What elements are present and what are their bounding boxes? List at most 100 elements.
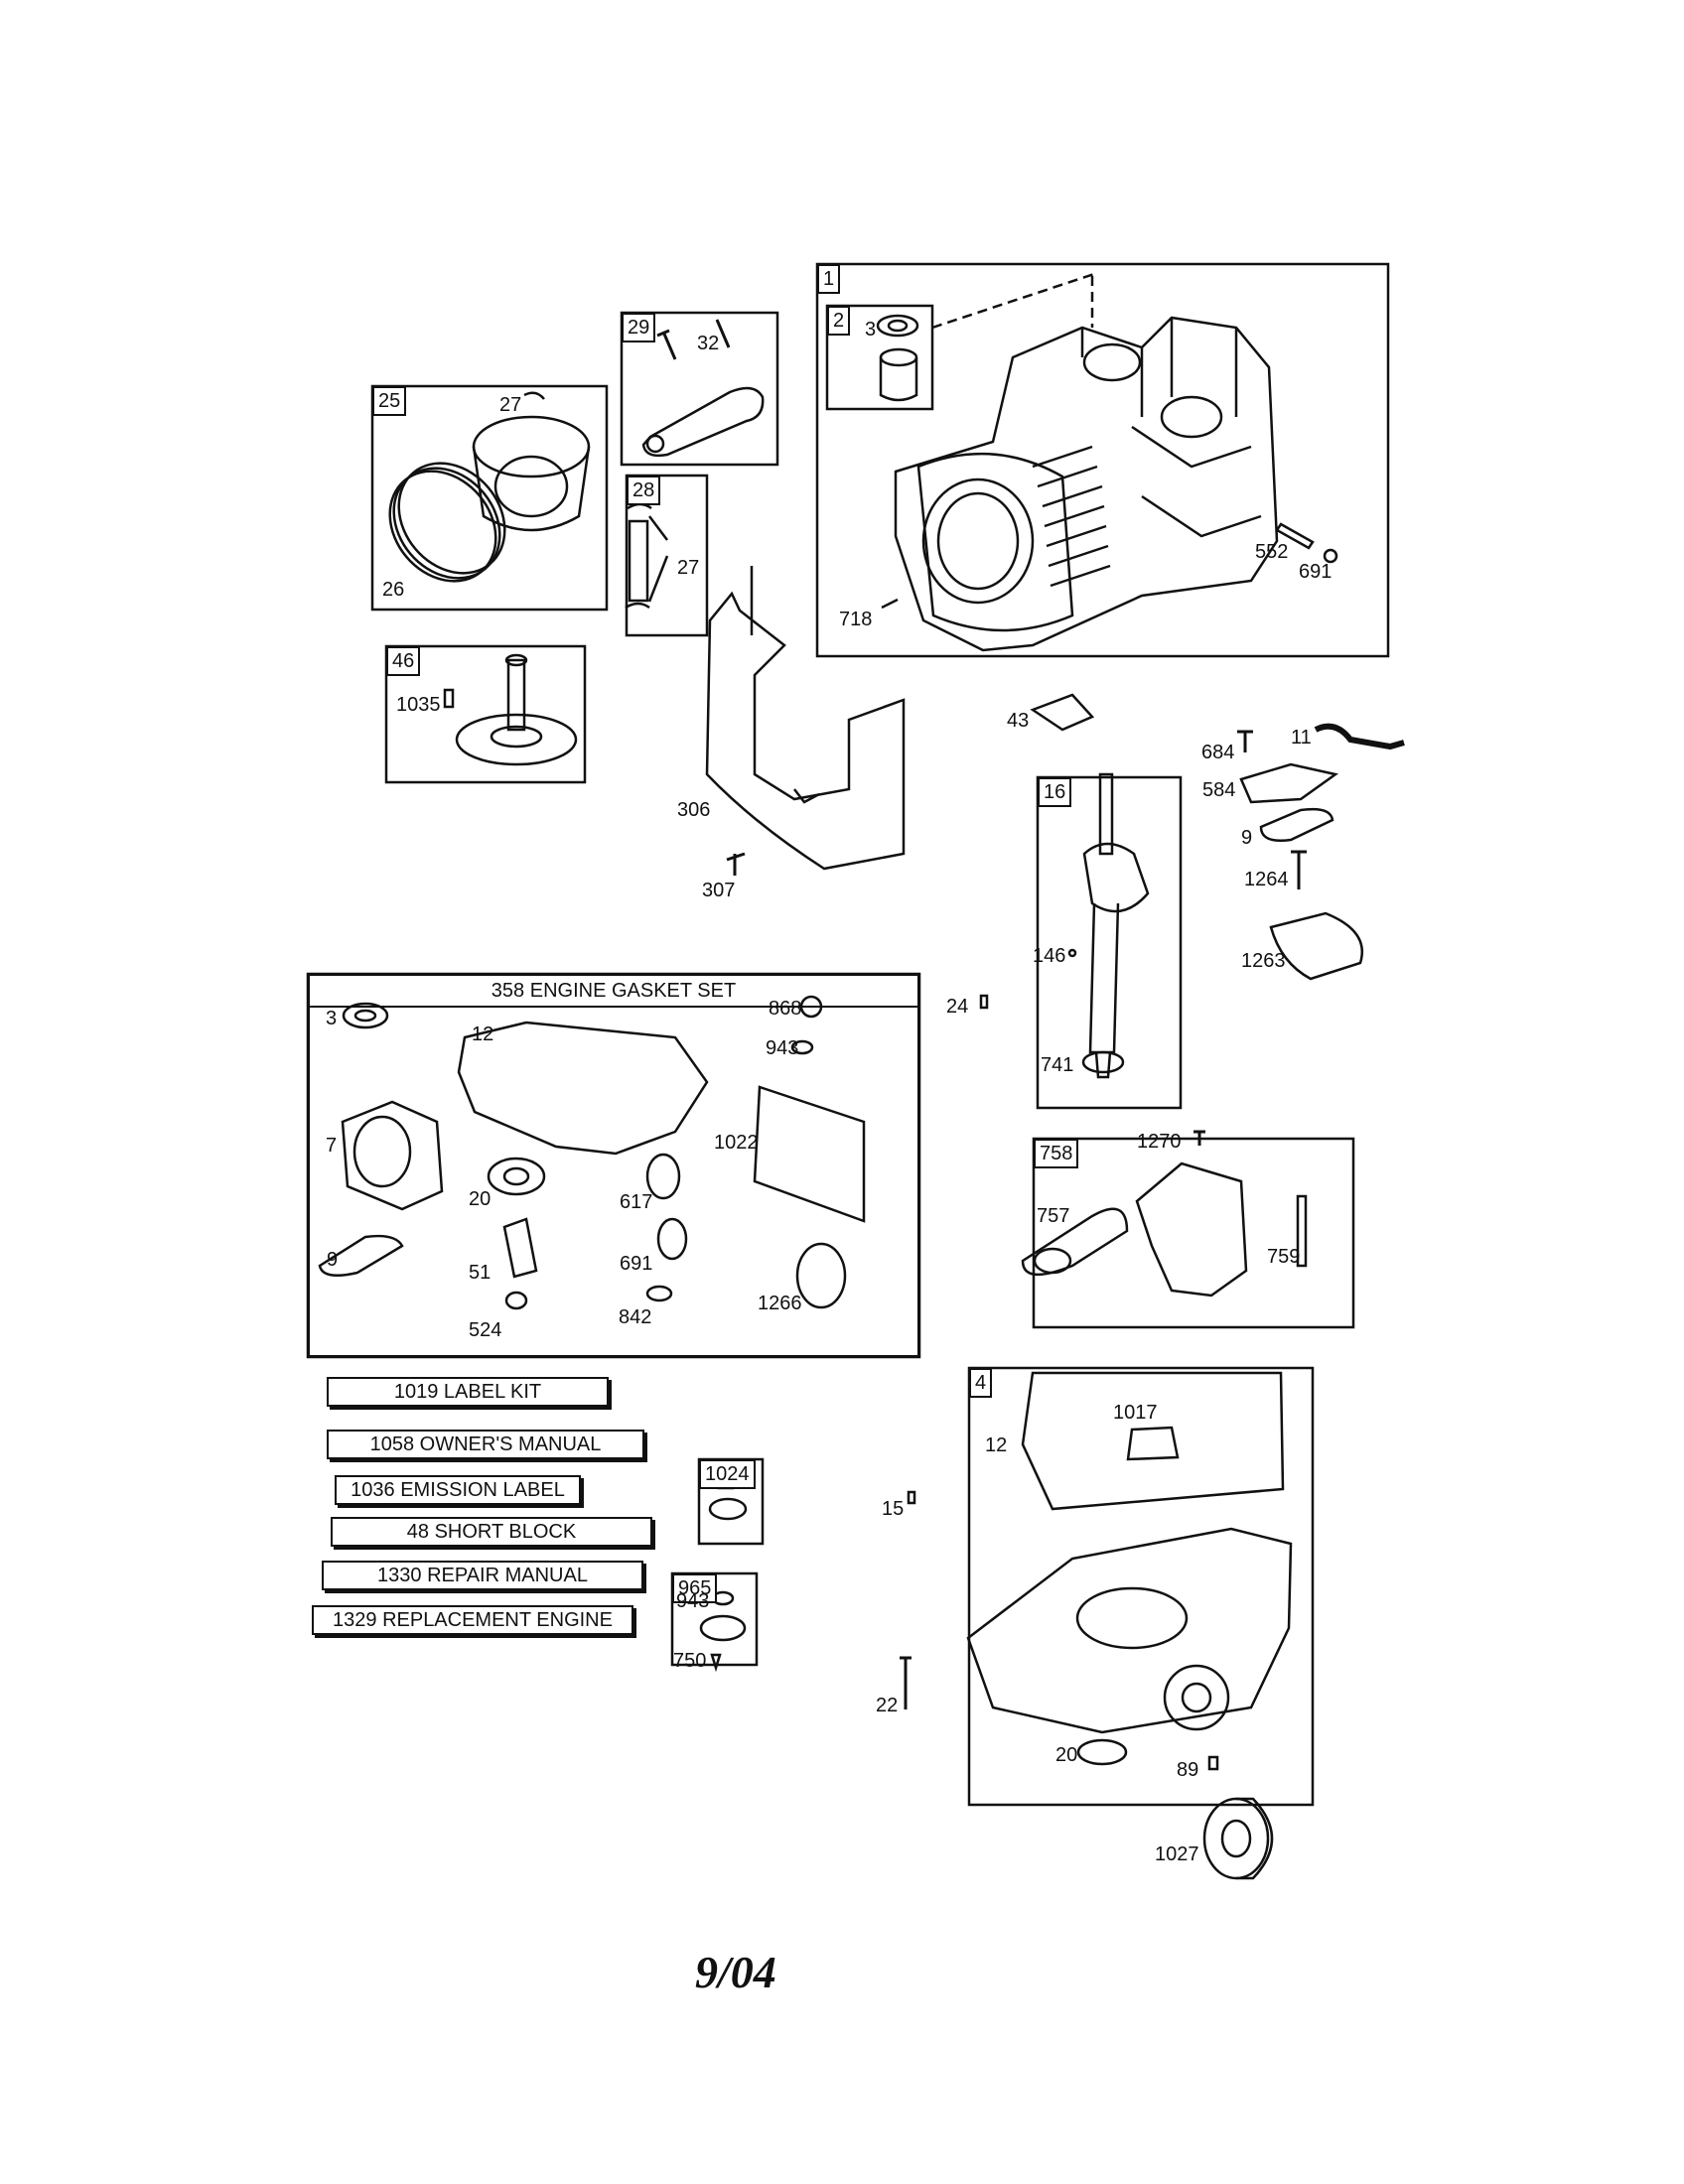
callout-684: 684 [1201,742,1235,763]
nut-691-part [1323,548,1338,564]
screw-1270-part [1193,1130,1205,1146]
seal-part [876,314,919,338]
gasket-callout-51: 51 [469,1262,491,1284]
pin-15-part [907,1490,916,1505]
pin-24-part [979,994,989,1010]
crankshaft-part [1082,772,1150,1079]
callout-89: 89 [1177,1759,1199,1781]
group-46-frame [384,644,587,784]
gasket-callout-20: 20 [469,1188,491,1210]
callout-552: 552 [1255,541,1289,563]
gasket-callout-617: 617 [620,1191,653,1213]
wrist-pin-part [628,519,649,603]
bolt-1264-part [1291,850,1307,889]
cover-1263-part [1269,911,1363,981]
gasket-callout-868: 868 [769,998,802,1020]
air-guide-part [705,591,906,871]
group-tag-46: 46 [386,646,421,676]
callout-27: 27 [677,557,700,579]
pin-1035-part [443,688,455,709]
callout-3: 3 [865,319,877,341]
piston-rings-part [388,462,506,583]
bolt-part [715,319,731,348]
piston-part [472,415,591,532]
callout-11: 11 [1291,727,1312,749]
group-758-frame [1032,1137,1355,1329]
group-tag-25: 25 [372,386,407,416]
short-block-box: 48 SHORT BLOCK [331,1517,652,1547]
gasket-9-part [1259,807,1334,842]
group-29-frame [620,311,779,467]
callout-1035: 1035 [396,694,441,716]
callout-27: 27 [499,394,522,416]
group-1-frame [815,262,1390,658]
clip-part [625,602,650,610]
group-tag-1: 1 [817,264,841,294]
gasket-callout-1022: 1022 [714,1132,759,1154]
callout-718: 718 [839,609,873,630]
owners-manual-box: 1058 OWNER'S MANUAL [327,1430,644,1459]
callout-43: 43 [1007,710,1030,732]
group-tag-28: 28 [627,476,661,505]
group-tag-29: 29 [622,313,656,342]
sump-part [966,1527,1293,1734]
bolt-684-part [1237,730,1253,752]
gasket-callout-9: 9 [327,1249,339,1271]
gasket-callout-12: 12 [472,1024,494,1045]
sleeve-part [879,357,918,402]
tube-11-part [1314,723,1405,751]
callout-22: 22 [876,1695,899,1716]
callout-26: 26 [382,579,405,601]
callout-24: 24 [946,996,969,1018]
group-2-frame [825,304,934,411]
callout-15: 15 [882,1498,905,1520]
callout-750: 750 [673,1650,707,1672]
callout-1270: 1270 [1137,1131,1182,1153]
gasket-callout-691: 691 [620,1253,653,1275]
group-16-frame [1036,775,1183,1110]
bolt-part [656,329,677,360]
group-tag-4: 4 [969,1368,993,1398]
gear-741-part [1081,1050,1125,1074]
revision-date: 9/04 [695,1947,776,1997]
gasket-set-title: 358 ENGINE GASKET SET [310,976,917,1008]
plug-750-part [710,1653,722,1673]
callout-691: 691 [1299,561,1333,583]
callout-584: 584 [1202,779,1236,801]
seal-20-part [1076,1738,1128,1766]
group-tag-965: 965 [672,1573,718,1603]
oil-filter-part [1202,1797,1274,1880]
callout-943: 943 [676,1590,710,1612]
key-146-part [1067,948,1077,958]
connecting-rod-part [641,386,765,458]
replacement-engine-box: 1329 REPLACEMENT ENGINE [312,1605,633,1635]
rod-759-part [1296,1194,1308,1268]
plug-89-part [1207,1755,1219,1771]
gasket-callout-7: 7 [326,1135,338,1157]
gasket-callout-943: 943 [766,1037,799,1059]
gasket-callout-842: 842 [619,1306,652,1328]
callout-146: 146 [1033,945,1066,967]
bolt-22-part [900,1656,912,1709]
bolt-307-part [726,852,746,876]
bracket-43-part [1030,693,1095,732]
gasket-callout-524: 524 [469,1319,502,1341]
pin-552-part [1275,522,1315,550]
repair-manual-box: 1330 REPAIR MANUAL [322,1561,643,1590]
callout-759: 759 [1267,1246,1301,1268]
callout-306: 306 [677,799,711,821]
gasket-set-panel: 358 ENGINE GASKET SET [308,974,919,1357]
clip-part [523,391,545,400]
group-28-frame [625,474,709,637]
callout-12: 12 [985,1434,1008,1456]
oil-plug-part [1126,1426,1180,1461]
cylinder-block-part [894,316,1279,652]
group-25-frame [370,384,609,612]
emission-label-box: 1036 EMISSION LABEL [335,1475,581,1505]
group-4-frame [967,1366,1315,1807]
callout-9: 9 [1241,827,1253,849]
callout-32: 32 [697,333,720,354]
callout-1263: 1263 [1241,950,1286,972]
group-tag-2: 2 [827,306,851,336]
group-tag-1024: 1024 [699,1459,756,1489]
